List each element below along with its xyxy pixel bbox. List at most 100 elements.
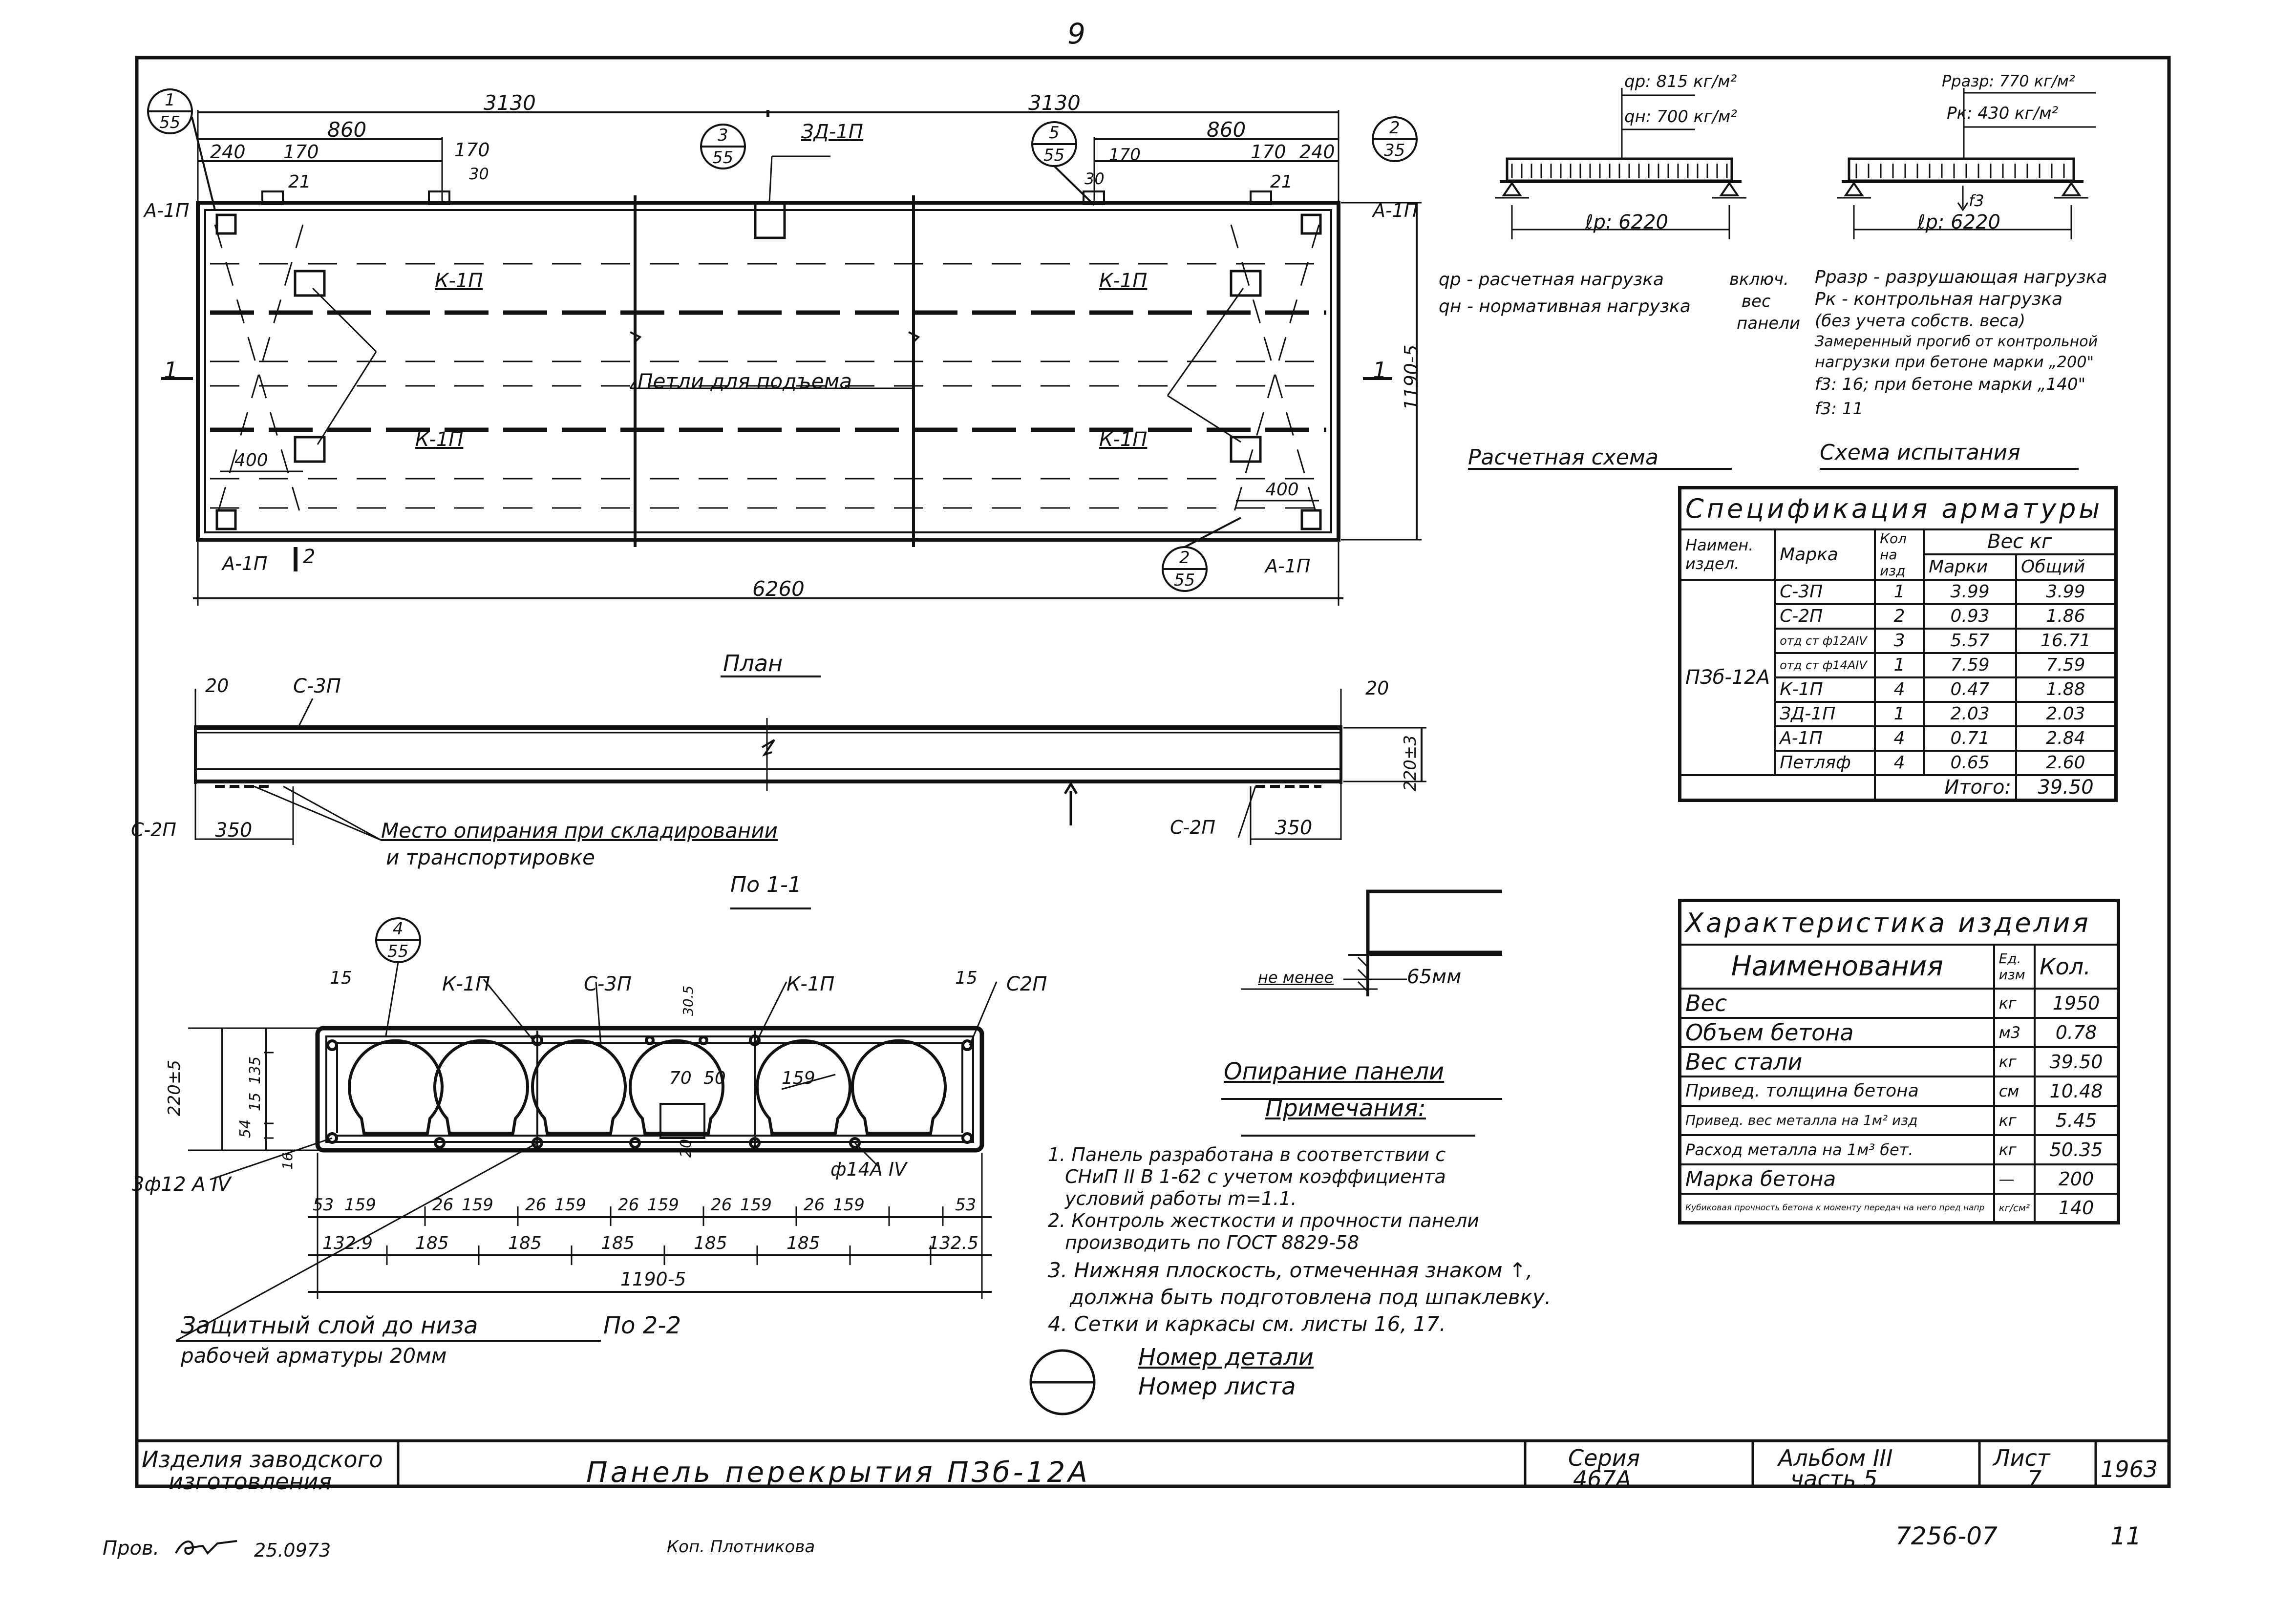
title-block-left-2: изготовления	[169, 1468, 332, 1495]
dim-bottom-11: 159	[833, 1195, 865, 1215]
dim-30-left: 30	[469, 165, 489, 183]
test-f3-label: f3	[1969, 191, 1984, 210]
section-2-2-title: По 2-2	[603, 1312, 681, 1339]
char-name: Марка бетона	[1679, 1163, 1995, 1195]
spec-total: 2.84	[2015, 725, 2117, 752]
spec-product: ПЗб-12А	[1679, 578, 1776, 776]
label-k-1p-section-b: К-1П	[787, 973, 835, 995]
dim-400-left: 400	[234, 450, 268, 470]
spec-count: 1	[1874, 578, 1925, 605]
spec-col-per-mark: Марки	[1923, 553, 2017, 581]
dim-30-5: 30.5	[680, 985, 696, 1016]
balloon-5-55-top: 5	[1049, 123, 1060, 143]
sheet-value: 7	[2027, 1466, 2042, 1492]
dim-panel-length: 6260	[752, 577, 805, 601]
test-note-1: Рразр - разрушающая нагрузка	[1815, 267, 2107, 287]
char-row: Кубиковая прочность бетона к моменту пер…	[1679, 1192, 2120, 1224]
dim-20-right: 20	[1365, 677, 1389, 699]
spec-mark: Петляф	[1774, 749, 1876, 776]
spec-col-count: Кол на изд	[1874, 528, 1925, 581]
spec-table: Спецификация арматуры Наимен. издел. Мар…	[1678, 486, 2118, 802]
char-qty: 200	[2034, 1163, 2120, 1195]
char-row: Вес стали кг 39.50	[1679, 1046, 2120, 1077]
test-scheme-caption: Схема испытания	[1820, 440, 2020, 465]
test-note-4: Замеренный прогиб от контрольной	[1815, 333, 2098, 350]
char-qty: 0.78	[2034, 1016, 2120, 1048]
design-qp: qр: 815 кг/м²	[1624, 72, 1737, 91]
dim-400-right: 400	[1265, 480, 1299, 500]
spec-table-title: Спецификация арматуры	[1679, 486, 2117, 530]
support-min-value: 65мм	[1407, 966, 1462, 988]
dim-240-right: 240	[1299, 141, 1335, 163]
dim-3130-right: 3130	[1028, 91, 1081, 115]
support-min-label: не менее	[1258, 968, 1334, 987]
note-line-6: 3. Нижняя плоскость, отмеченная знаком ↑…	[1048, 1258, 1533, 1282]
design-legend-note-2: вес	[1742, 292, 1771, 311]
label-k-1p-1: К-1П	[435, 270, 483, 292]
dim-21-right: 21	[1270, 172, 1293, 192]
balloon-5-55-bottom: 55	[1043, 146, 1065, 165]
char-col-name: Наименования	[1679, 943, 1995, 990]
test-note-6: f3: 16; при бетоне марки „140"	[1815, 375, 2086, 394]
note-line-3: условий работы m=1.1.	[1065, 1188, 1297, 1209]
char-table-title: Характеристика изделия	[1679, 899, 2120, 946]
spec-row: ЗД-1П 1 2.03 2.03	[1680, 700, 2117, 727]
spec-mark: К-1П	[1774, 676, 1876, 703]
section-mark-2: 2	[303, 546, 316, 568]
spec-col-total: Общий	[2015, 553, 2117, 581]
dim-350-left: 350	[215, 819, 253, 842]
sheet-label: Лист	[1993, 1445, 2050, 1471]
dim-20-section: 20	[678, 1139, 695, 1158]
design-scheme	[1468, 88, 1746, 470]
spec-total: 1.88	[2015, 676, 2117, 703]
char-unit: кг	[1993, 1134, 2036, 1165]
dim-30-right: 30	[1084, 169, 1105, 188]
document-number: 7256-07	[1895, 1522, 1998, 1550]
support-note-line1: Место опирания при складировании	[381, 819, 778, 843]
test-pk: Рк: 430 кг/м²	[1947, 104, 2059, 123]
char-row: Расход металла на 1м³ бет. кг 50.35	[1679, 1134, 2120, 1165]
spec-total: 2.03	[2015, 700, 2117, 727]
balloon-2-35-bottom: 35	[1384, 141, 1405, 160]
char-unit: кг/см²	[1993, 1192, 2036, 1224]
dim-21-left: 21	[288, 172, 311, 192]
spec-row: ПЗб-12А С-3П 1 3.99 3.99	[1679, 578, 2117, 776]
dim-bottom-7: 159	[647, 1195, 679, 1215]
dim-pitch-5: 185	[787, 1233, 820, 1253]
spec-weight: 0.93	[1923, 603, 2017, 630]
design-legend-note-3: панели	[1737, 314, 1801, 333]
label-rebar-right: ф14А IV	[830, 1159, 907, 1180]
spec-mark: отд ст ф14АIV	[1774, 652, 1876, 678]
dim-15-right: 15	[955, 968, 978, 988]
cross-section	[175, 962, 998, 1342]
checked-label: Пров.	[103, 1537, 160, 1560]
year-value: 1963	[2101, 1456, 2158, 1482]
balloon-2-35-top: 2	[1389, 118, 1400, 138]
label-c-3p-side: С-3П	[293, 675, 341, 697]
spec-count: 4	[1874, 725, 1925, 752]
char-row: Вес кг 1950	[1679, 987, 2120, 1019]
dim-50: 50	[703, 1068, 726, 1088]
design-span: ℓр: 6220	[1585, 211, 1668, 233]
dim-15-v: 15	[247, 1092, 264, 1111]
section-mark-1-right: 1	[1373, 357, 1387, 383]
spec-count: 4	[1874, 676, 1925, 703]
spec-weight: 0.71	[1923, 725, 2017, 752]
album-label: Альбом III	[1778, 1445, 1893, 1471]
note-line-8: 4. Сетки и каркасы см. листы 16, 17.	[1048, 1312, 1446, 1336]
dim-240-left: 240	[210, 141, 246, 163]
spec-total: 2.60	[2015, 749, 2117, 776]
dim-860-right: 860	[1207, 118, 1246, 142]
spec-count: 1	[1874, 652, 1925, 678]
spec-weight: 0.47	[1923, 676, 2017, 703]
char-row: Привед. вес металла на 1м² изд кг 5.45	[1679, 1104, 2120, 1136]
design-scheme-caption: Расчетная схема	[1468, 445, 1659, 470]
spec-mark: ЗД-1П	[1774, 700, 1876, 727]
test-note-3: (без учета собств. веса)	[1815, 311, 2025, 331]
characteristics-table: Характеристика изделия Наименования Ед. …	[1678, 899, 2120, 1224]
balloon-4-55-top: 4	[393, 919, 404, 939]
note-line-4: 2. Контроль жесткости и прочности панели	[1048, 1210, 1479, 1231]
design-legend-2: qн - нормативная нагрузка	[1439, 296, 1691, 317]
dim-15-left: 15	[330, 968, 352, 988]
balloon-3-55-top: 3	[718, 126, 728, 145]
